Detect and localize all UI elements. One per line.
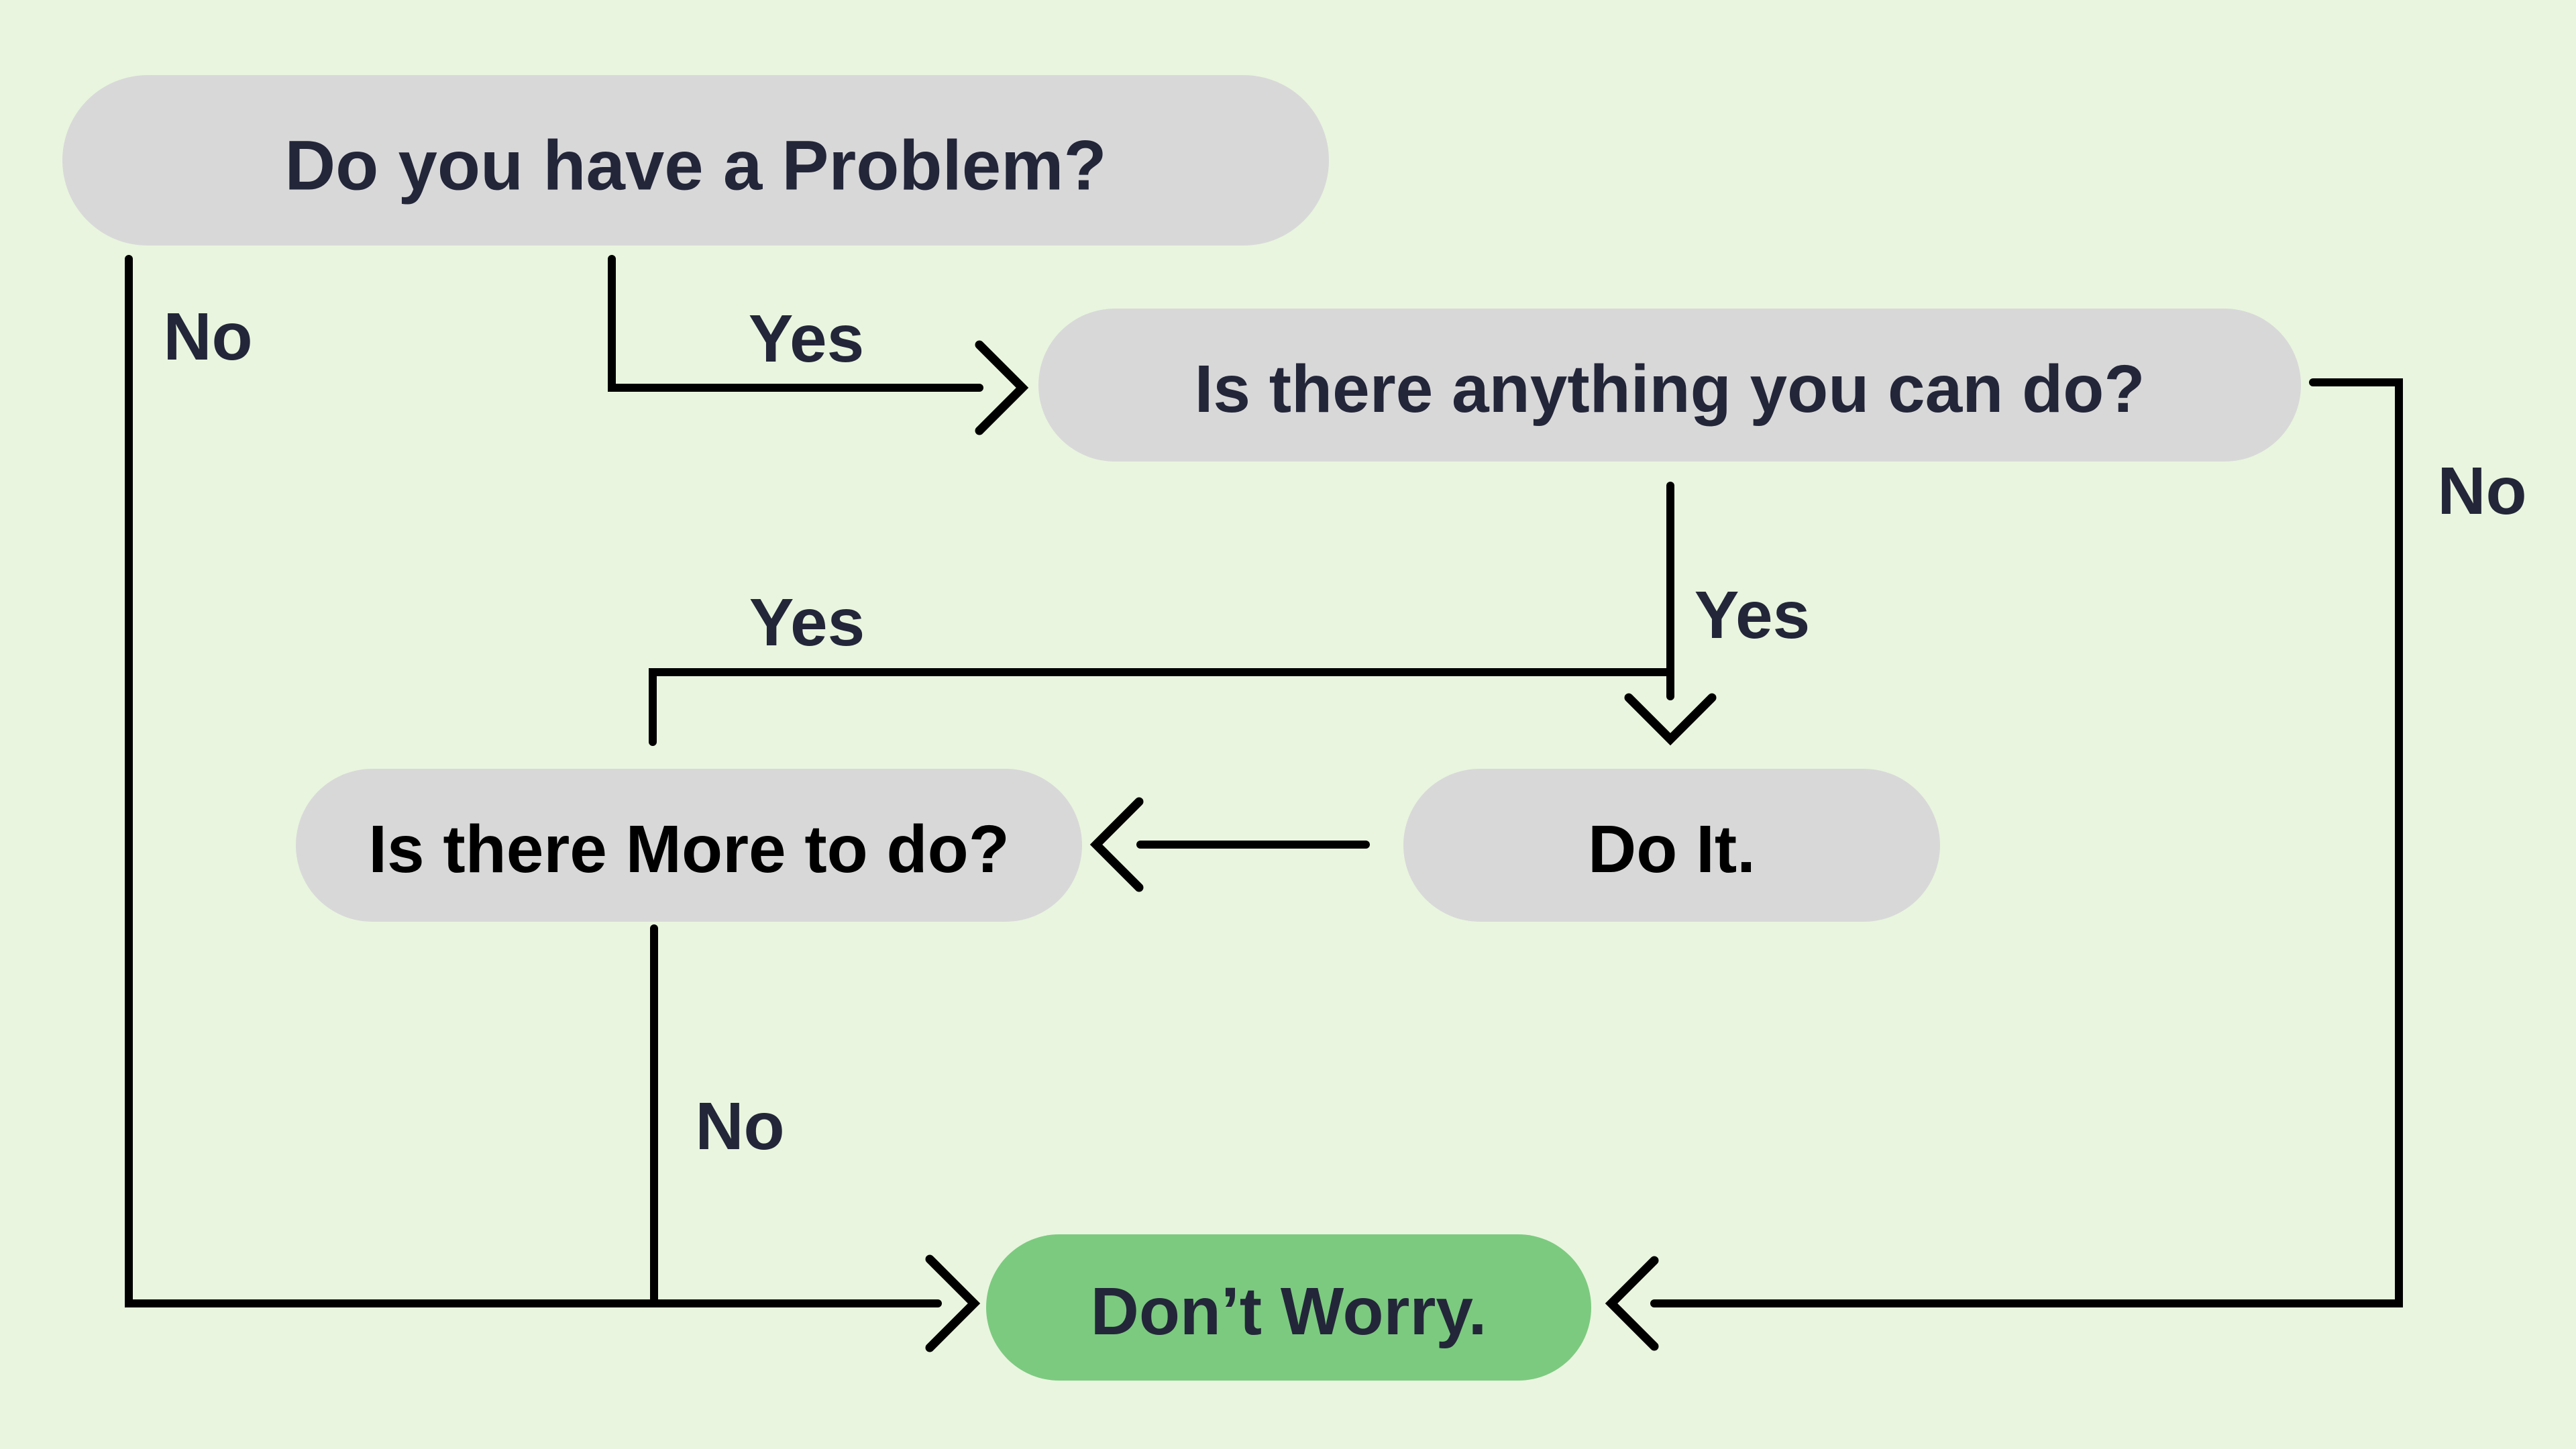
edge-label-problem-yes: Yes [749,301,864,376]
arrowhead-into-dontworry-left [925,1254,981,1352]
edge-anything-no-line [1650,378,2403,1307]
node-doit-label: Do It. [1588,812,1756,887]
edge-more-yes-loop-line [649,668,1674,746]
edge-label-anything-yes: Yes [1695,578,1810,653]
node-more [296,769,1082,922]
node-dontworry [986,1234,1591,1381]
edge-problem-no-line [125,255,942,1307]
node-doit [1403,769,1940,922]
arrowhead-into-more [1089,797,1144,892]
arrowhead-into-anything [975,340,1029,435]
node-more-label: Is there More to do? [368,812,1010,887]
arrowhead-into-dontworry-right [1605,1256,1659,1351]
edge-problem-yes-line [608,255,983,392]
node-anything [1038,309,2301,462]
node-problem [62,75,1329,246]
edge-label-more-no: No [695,1089,784,1164]
edge-label-problem-no: No [163,299,252,374]
node-dontworry-label: Don’t Worry. [1091,1274,1487,1349]
node-anything-label: Is there anything you can do? [1195,352,2145,427]
arrowhead-into-doit [1624,693,1717,746]
edge-label-anything-no: No [2437,453,2526,529]
node-problem-label: Do you have a Problem? [284,127,1106,205]
edge-label-more-yes: Yes [749,585,865,660]
